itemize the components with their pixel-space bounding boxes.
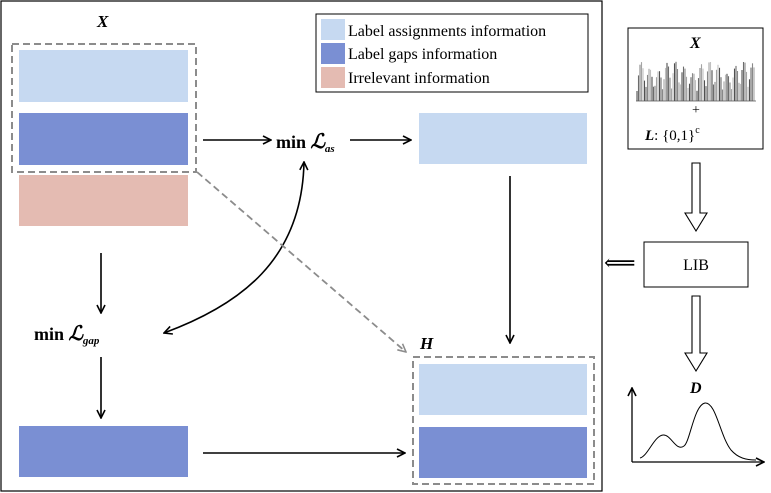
l-var-label: L (644, 128, 654, 144)
loss-as-subscript: as (325, 143, 335, 155)
arrow-dashed-x-to-h (196, 171, 406, 352)
gap-output-block (19, 426, 188, 477)
min-as-prefix: min (276, 132, 311, 152)
plus-sign: + (692, 103, 700, 118)
sample-data-plot (636, 61, 755, 101)
min-gap-prefix: min (34, 324, 69, 344)
legend-swatch-assign (321, 19, 345, 40)
legend-swatch-gap (321, 43, 345, 64)
svg-text:min ℒas: min ℒas (276, 131, 335, 155)
legend: Label assignments information Label gaps… (315, 13, 589, 93)
h-assign-block (419, 364, 587, 415)
d-distribution-curve (639, 402, 757, 461)
x-gap-block (19, 113, 188, 165)
legend-label-gap: Label gaps information (348, 46, 497, 63)
min-loss-gap: min ℒgap (34, 323, 100, 347)
legend-label-assign: Label assignments information (348, 23, 546, 40)
d-label: D (689, 380, 702, 397)
loss-as-symbol: ℒ (311, 131, 327, 153)
h-gap-block (419, 427, 587, 478)
x-input-label: X (96, 12, 109, 31)
lib-box (643, 241, 749, 288)
loss-gap-symbol: ℒ (69, 323, 85, 345)
svg-text:min ℒgap: min ℒgap (34, 323, 100, 347)
right-x-label: X (689, 35, 701, 52)
x-irrelevant-block (19, 175, 188, 226)
lib-back-arrow: ⟸ (604, 250, 636, 275)
legend-swatch-irrelevant (321, 67, 345, 88)
l-set-label: : {0,1} (654, 128, 695, 144)
as-output-block (419, 113, 587, 164)
arrow-curved-min-as-min-gap (164, 162, 304, 333)
min-loss-as: min ℒas (276, 131, 335, 155)
h-dashed-group (412, 356, 595, 485)
svg-text:L: {0,1}c: L: {0,1}c (644, 125, 700, 144)
x-dashed-group (11, 43, 197, 173)
l-set-superscript: c (695, 125, 700, 136)
hollow-arrow-to-lib (684, 162, 708, 233)
x-assign-block (19, 50, 188, 102)
legend-label-irrelevant: Irrelevant information (348, 70, 490, 87)
loss-gap-subscript: gap (82, 335, 100, 347)
legend-frame (315, 13, 589, 93)
hollow-arrow-to-d (684, 295, 708, 373)
h-output-label: H (419, 334, 434, 353)
lib-label: LIB (683, 257, 709, 274)
